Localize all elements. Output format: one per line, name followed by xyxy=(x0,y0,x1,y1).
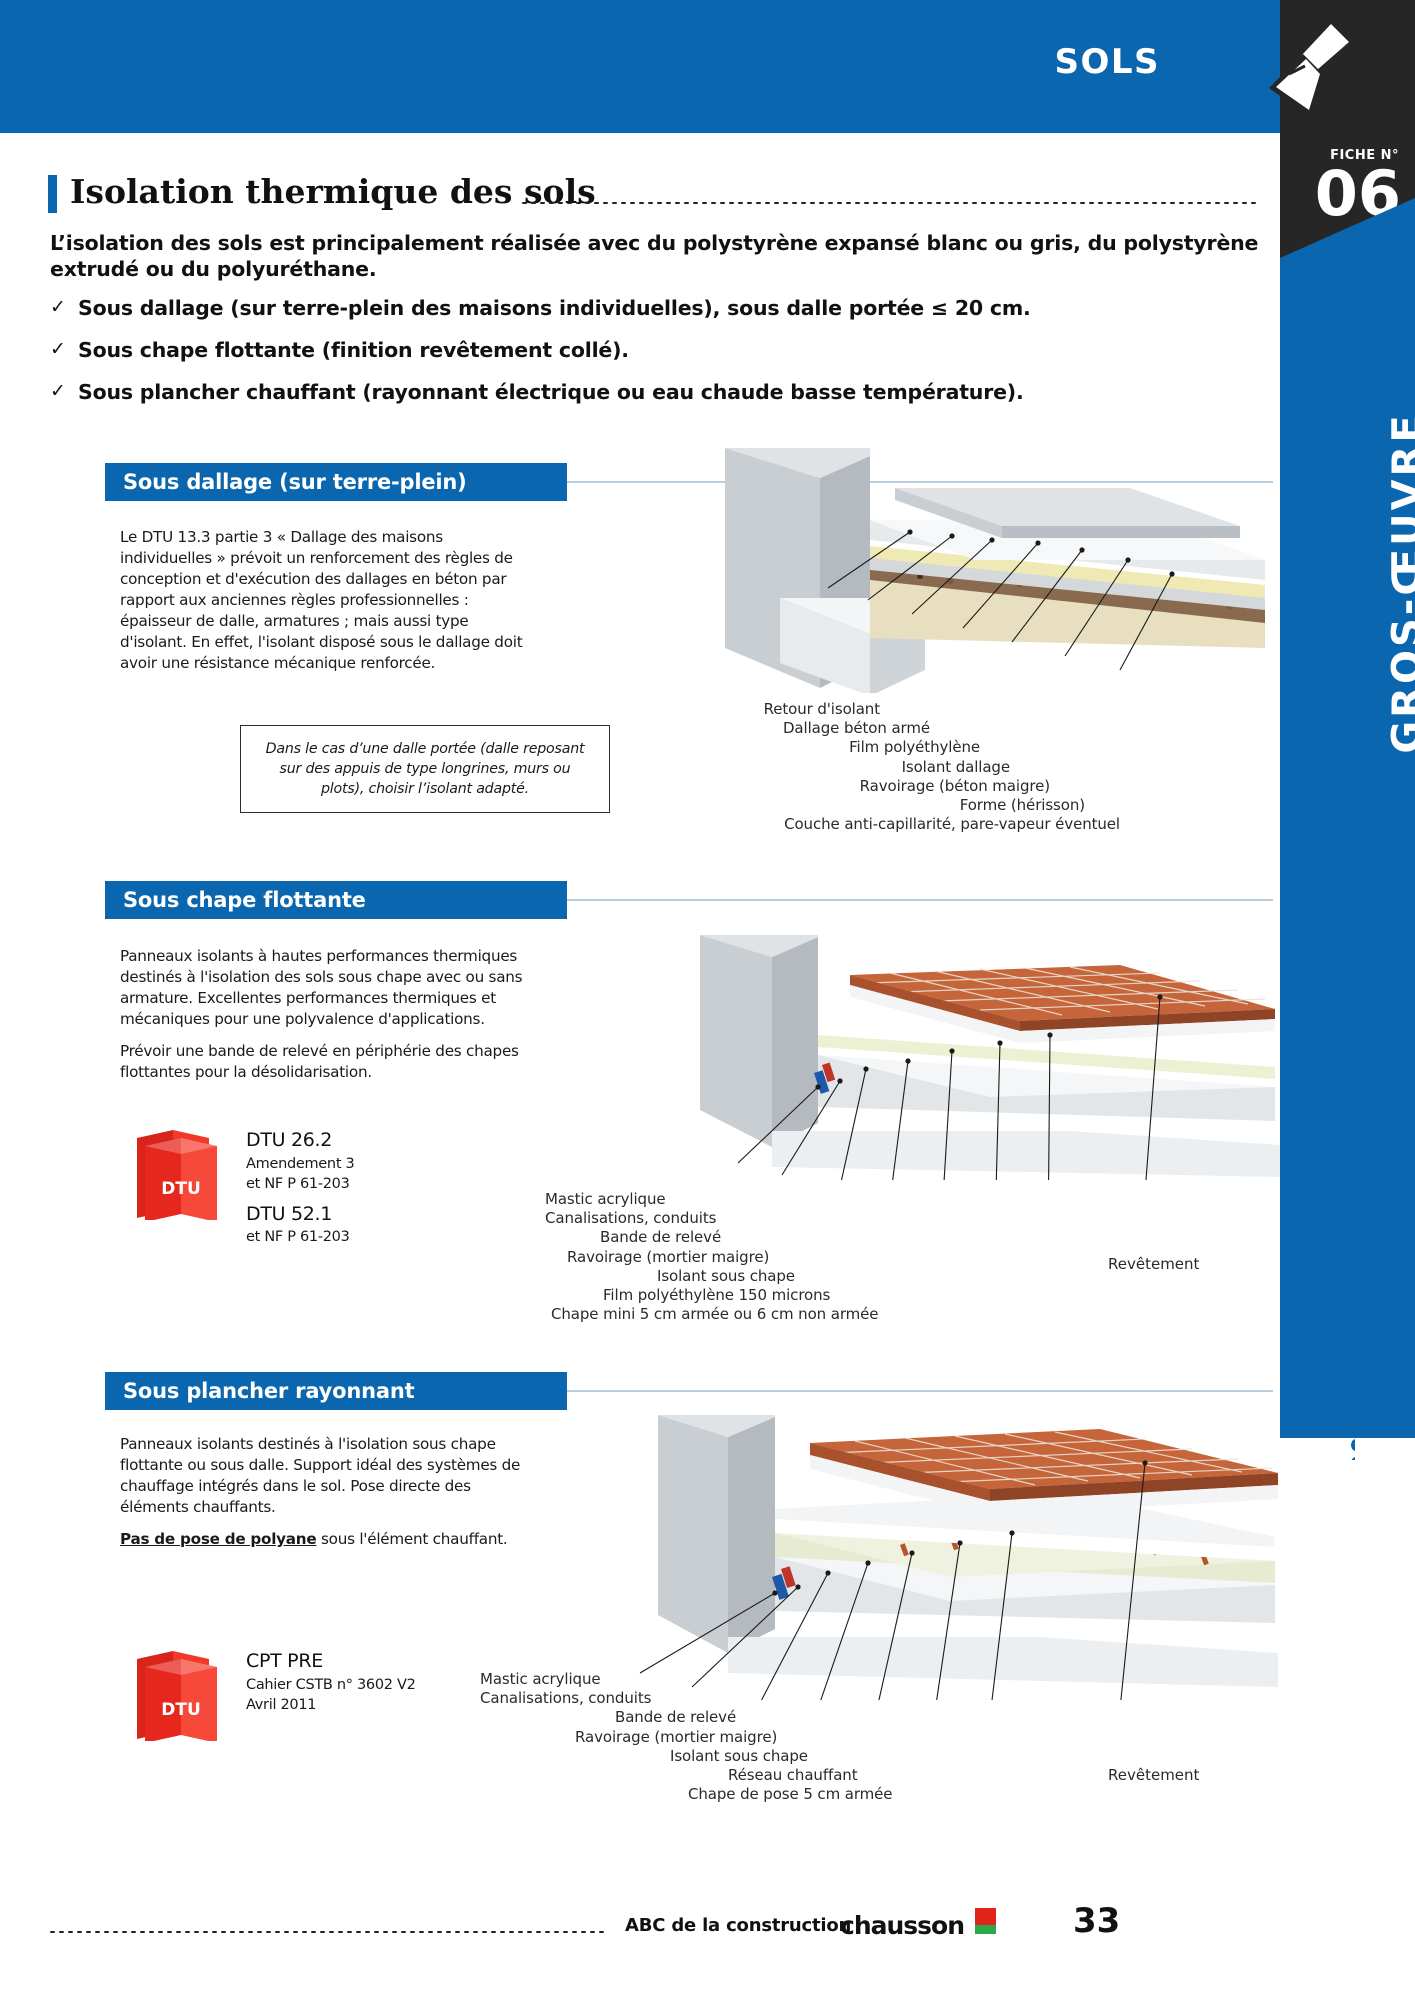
diagram-label: Bande de relevé xyxy=(600,1228,722,1247)
title-dot-leader xyxy=(520,201,1257,204)
diagram-label: Film polyéthylène 150 microns xyxy=(603,1285,831,1304)
intro-lead: L’isolation des sols est principalement … xyxy=(50,231,1259,282)
list-item: ✓ Sous chape flottante (finition revêtem… xyxy=(50,338,1275,363)
check-icon: ✓ xyxy=(50,338,66,361)
diagram-label: Canalisations, conduits xyxy=(545,1209,717,1228)
bullet-text: Sous plancher chauffant (rayonnant élect… xyxy=(78,380,1024,405)
list-item: ✓ Sous plancher chauffant (rayonnant éle… xyxy=(50,380,1275,405)
banner-underline xyxy=(0,133,1415,138)
diagram-label: Ravoirage (mortier maigre) xyxy=(575,1727,778,1746)
diagram-label: Ravoirage (béton maigre) xyxy=(859,776,1050,795)
emphasis-tail: sous l'élément chauffant. xyxy=(316,1529,508,1548)
dtu-title: DTU 26.2 xyxy=(246,1129,333,1151)
svg-text:DTU: DTU xyxy=(161,1700,201,1720)
diagram-label: Mastic acrylique xyxy=(545,1190,666,1208)
diagram-plancher-rayonnant xyxy=(639,1415,1278,1700)
section-heading-text: Sous plancher rayonnant xyxy=(123,1379,415,1403)
list-item: ✓ Sous dallage (sur terre-plein des mais… xyxy=(50,296,1275,321)
paragraph-emphasis: Pas de pose de polyane sous l'élément ch… xyxy=(120,1529,535,1550)
dtu-block-chape: DTU DTU 26.2 Amendement 3 et NF P 61-203… xyxy=(125,1124,355,1248)
dtu-line: Avril 2011 xyxy=(246,1697,317,1714)
diagram-label: Réseau chauffant xyxy=(728,1765,858,1784)
section-rule xyxy=(567,1390,1273,1392)
diagram-label: Ravoirage (mortier maigre) xyxy=(567,1247,770,1266)
dtu-book-icon: DTU xyxy=(137,1130,217,1220)
diagram-label: Couche anti-capillarité, pare-vapeur éve… xyxy=(784,815,1120,834)
title-accent-bar xyxy=(48,175,57,213)
side-strip xyxy=(1280,198,1415,1438)
dtu-title: CPT PRE xyxy=(246,1650,323,1672)
section-body-sous-dallage: Le DTU 13.3 partie 3 « Dallage des maiso… xyxy=(120,527,535,685)
footer-dot-leader xyxy=(48,1930,608,1933)
emphasis-text: Pas de pose de polyane xyxy=(120,1529,317,1548)
diagram-label: Retour d'isolant xyxy=(763,700,881,718)
section-body-sous-chape: Panneaux isolants à hautes performances … xyxy=(120,946,535,1094)
dtu-book-icon: DTU xyxy=(137,1651,217,1741)
dtu-line: et NF P 61-203 xyxy=(246,1229,350,1246)
page-number: 33 xyxy=(1073,1901,1121,1941)
paragraph: Panneaux isolants à hautes performances … xyxy=(120,947,523,1028)
intro-bullet-list: ✓ Sous dallage (sur terre-plein des mais… xyxy=(50,296,1275,405)
side-category-label: GROS-ŒUVRE xyxy=(1384,412,1415,754)
dtu-block-pre: DTU CPT PRE Cahier CSTB n° 3602 V2 Avril… xyxy=(125,1645,416,1741)
section-header-sous-dallage: Sous dallage (sur terre-plein) xyxy=(105,463,567,501)
brand-logo-mark xyxy=(975,1908,996,1934)
diagram-label: Isolant dallage xyxy=(901,757,1011,776)
section-body-plancher-rayonnant: Panneaux isolants destinés à l'isolation… xyxy=(120,1434,535,1561)
diagram-sous-chape xyxy=(700,935,1280,1180)
diagram-labels-plancher-rayonnant: Mastic acrylique Canalisations, conduits… xyxy=(480,1670,1040,1804)
dotted-rail xyxy=(1349,680,1355,1460)
dtu-line: et NF P 61-203 xyxy=(246,1176,350,1193)
diagram-label-revetement: Revêtement xyxy=(1108,1255,1200,1273)
check-icon: ✓ xyxy=(50,380,66,403)
fiche-label: FICHE N° xyxy=(1330,148,1399,163)
bullet-text: Sous chape flottante (finition revêtemen… xyxy=(78,338,629,363)
section-heading-text: Sous dallage (sur terre-plein) xyxy=(123,470,467,494)
trowel-icon xyxy=(1269,18,1355,118)
diagram-label: Isolant sous chape xyxy=(657,1266,795,1285)
paragraph: Le DTU 13.3 partie 3 « Dallage des maiso… xyxy=(120,528,523,672)
page-title: Isolation thermique des sols xyxy=(48,172,1273,216)
diagram-label-revetement: Revêtement xyxy=(1108,1766,1200,1784)
dtu-meta: DTU 26.2 Amendement 3 et NF P 61-203 DTU… xyxy=(246,1124,355,1248)
diagram-label: Film polyéthylène xyxy=(849,738,980,757)
section-header-sous-chape: Sous chape flottante xyxy=(105,881,567,919)
note-box-dalle-portee: Dans le cas d’une dalle portée (dalle re… xyxy=(240,725,610,814)
svg-text:DTU: DTU xyxy=(161,1179,201,1199)
diagram-label: Isolant sous chape xyxy=(670,1746,808,1765)
title-text: Isolation thermique des sols xyxy=(70,172,596,211)
brand-logo-text: chausson xyxy=(840,1911,965,1940)
diagram-labels-sous-chape: Mastic acrylique Canalisations, conduits… xyxy=(545,1190,1065,1324)
bullet-text: Sous dallage (sur terre-plein des maison… xyxy=(78,296,1031,321)
check-icon: ✓ xyxy=(50,296,66,319)
top-banner xyxy=(0,0,1415,133)
dtu-title: DTU 52.1 xyxy=(246,1202,333,1225)
diagram-sous-dallage xyxy=(725,448,1265,693)
section-header-plancher-rayonnant: Sous plancher rayonnant xyxy=(105,1372,567,1410)
dtu-line: Cahier CSTB n° 3602 V2 xyxy=(246,1676,416,1693)
paragraph: Prévoir une bande de relevé en périphéri… xyxy=(120,1041,519,1081)
diagram-label: Mastic acrylique xyxy=(480,1670,601,1688)
dtu-line: Amendement 3 xyxy=(246,1155,355,1172)
section-rule xyxy=(567,481,1273,483)
dtu-meta: CPT PRE Cahier CSTB n° 3602 V2 Avril 201… xyxy=(246,1645,416,1716)
diagram-label: Dallage béton armé xyxy=(782,719,930,738)
footer-text: ABC de la construction xyxy=(625,1915,852,1936)
diagram-label: Bande de relevé xyxy=(615,1708,737,1727)
diagram-label: Chape mini 5 cm armée ou 6 cm non armée xyxy=(551,1305,879,1324)
diagram-labels-sous-dallage: Retour d'isolant Dallage béton armé Film… xyxy=(560,700,1180,834)
section-heading-text: Sous chape flottante xyxy=(123,888,366,912)
category-title: SOLS xyxy=(1054,42,1160,82)
diagram-label: Canalisations, conduits xyxy=(480,1689,652,1708)
intro-block: L’isolation des sols est principalement … xyxy=(50,230,1275,422)
diagram-label: Forme (hérisson) xyxy=(959,795,1085,814)
paragraph: Panneaux isolants destinés à l'isolation… xyxy=(120,1435,521,1516)
section-rule xyxy=(567,899,1273,901)
diagram-label: Chape de pose 5 cm armée xyxy=(688,1785,893,1804)
